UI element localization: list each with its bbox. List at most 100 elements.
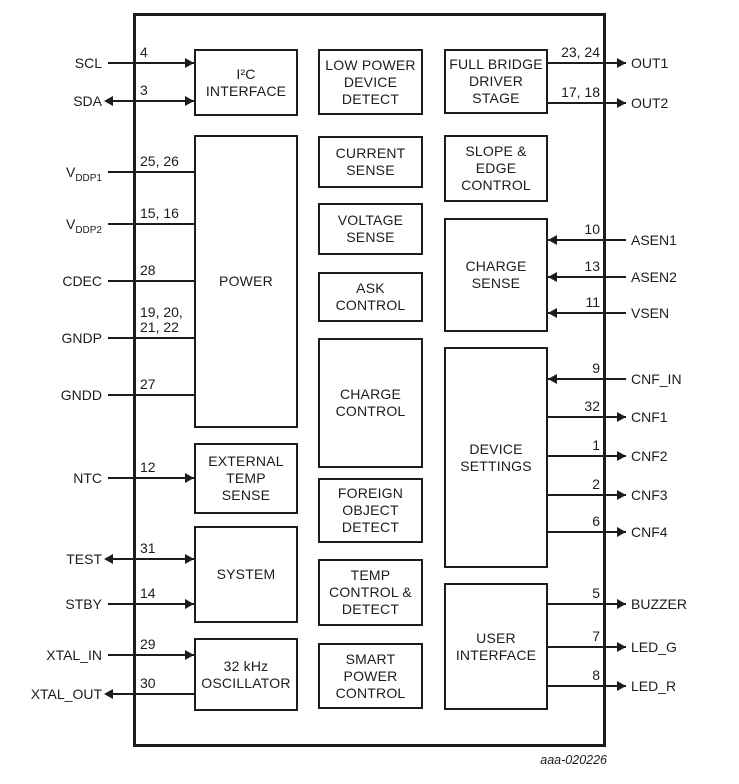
pin-label: VDDP2 (65, 216, 102, 236)
block-slope-edge-control: SLOPE & EDGE CONTROL (444, 135, 548, 202)
wire (108, 558, 194, 560)
arrow-left-icon (104, 689, 113, 699)
wire (548, 455, 626, 457)
pin-number: 2 (592, 476, 600, 492)
arrow-left-icon (104, 96, 113, 106)
wire (108, 693, 194, 695)
block-user-interface: USER INTERFACE (444, 583, 548, 710)
wire (548, 646, 626, 648)
arrow-left-icon (548, 235, 557, 245)
pin-label: TEST (66, 551, 102, 567)
pin-number: 32 (584, 398, 600, 414)
pin-number: 5 (592, 585, 600, 601)
pin-label: ASEN2 (631, 269, 677, 285)
pin-number: 11 (585, 294, 600, 310)
wire (548, 312, 626, 314)
block-temp-control-detect: TEMP CONTROL & DETECT (318, 559, 423, 626)
pin-number: 7 (592, 628, 600, 644)
arrow-right-icon (185, 650, 194, 660)
block-device-settings: DEVICE SETTINGS (444, 347, 548, 568)
block-i2c-interface: I²C INTERFACE (194, 49, 298, 116)
wire (548, 494, 626, 496)
wire (548, 62, 626, 64)
arrow-right-icon (617, 642, 626, 652)
wire (548, 531, 626, 533)
arrow-right-icon (185, 96, 194, 106)
block-power: POWER (194, 135, 298, 428)
pin-label: CDEC (62, 273, 102, 289)
block-voltage-sense: VOLTAGE SENSE (318, 203, 423, 255)
pin-number: 19, 20, 21, 22 (140, 304, 183, 335)
arrow-right-icon (185, 554, 194, 564)
pin-label: XTAL_IN (46, 647, 102, 663)
wire (108, 337, 194, 339)
wire (548, 685, 626, 687)
arrow-right-icon (617, 412, 626, 422)
pin-label: SDA (73, 93, 102, 109)
pin-label: GNDP (61, 330, 102, 346)
pin-label: VSEN (631, 305, 670, 321)
block-full-bridge-driver-stage: FULL BRIDGE DRIVER STAGE (444, 49, 548, 114)
arrow-right-icon (185, 58, 194, 68)
pin-label: OUT1 (631, 55, 669, 71)
pin-number: 28 (140, 262, 156, 278)
wire (108, 477, 194, 479)
pin-label: STBY (65, 596, 102, 612)
block-smart-power-control: SMART POWER CONTROL (318, 643, 423, 709)
pin-number: 27 (140, 376, 156, 392)
wire (548, 239, 626, 241)
arrow-right-icon (617, 98, 626, 108)
figure-id: aaa-020226 (540, 753, 607, 767)
pin-label: LED_R (631, 678, 677, 694)
pin-label: CNF4 (631, 524, 668, 540)
pin-number: 1 (592, 437, 600, 453)
pin-number: 9 (592, 360, 600, 376)
wire (108, 280, 194, 282)
pin-number: 6 (592, 513, 600, 529)
pin-number: 10 (584, 221, 600, 237)
pin-number: 25, 26 (140, 153, 179, 169)
pin-label: LED_G (631, 639, 677, 655)
arrow-right-icon (185, 599, 194, 609)
arrow-right-icon (617, 58, 626, 68)
pin-label: ASEN1 (631, 232, 677, 248)
wire (108, 654, 194, 656)
arrow-right-icon (185, 473, 194, 483)
pin-label: NTC (73, 470, 102, 486)
pin-label: SCL (74, 55, 102, 71)
wire (108, 223, 194, 225)
block-foreign-object-detect: FOREIGN OBJECT DETECT (318, 478, 423, 543)
wire (548, 102, 626, 104)
wire (548, 276, 626, 278)
wire (108, 62, 194, 64)
pin-label: CNF2 (631, 448, 668, 464)
arrow-left-icon (104, 554, 113, 564)
pin-label: OUT2 (631, 95, 669, 111)
block-current-sense: CURRENT SENSE (318, 136, 423, 188)
pin-label: GNDD (60, 387, 102, 403)
wire (548, 603, 626, 605)
block-oscillator: 32 kHz OSCILLATOR (194, 638, 298, 711)
pin-number: 13 (584, 258, 600, 274)
arrow-right-icon (617, 599, 626, 609)
block-system: SYSTEM (194, 526, 298, 623)
pin-number: 31 (140, 540, 156, 556)
arrow-right-icon (617, 490, 626, 500)
pin-number: 14 (140, 585, 156, 601)
pin-number: 29 (140, 636, 156, 652)
wire (108, 100, 194, 102)
wire (108, 394, 194, 396)
wire (108, 171, 194, 173)
block-charge-sense: CHARGE SENSE (444, 218, 548, 332)
pin-label: CNF3 (631, 487, 668, 503)
wire (548, 378, 626, 380)
pin-number: 3 (140, 82, 148, 98)
wire (548, 416, 626, 418)
block-charge-control: CHARGE CONTROL (318, 338, 423, 468)
pin-number: 4 (140, 44, 148, 60)
arrow-right-icon (617, 451, 626, 461)
pin-number: 8 (592, 667, 600, 683)
pin-number: 17, 18 (561, 84, 600, 100)
pin-label: CNF_IN (631, 371, 682, 387)
